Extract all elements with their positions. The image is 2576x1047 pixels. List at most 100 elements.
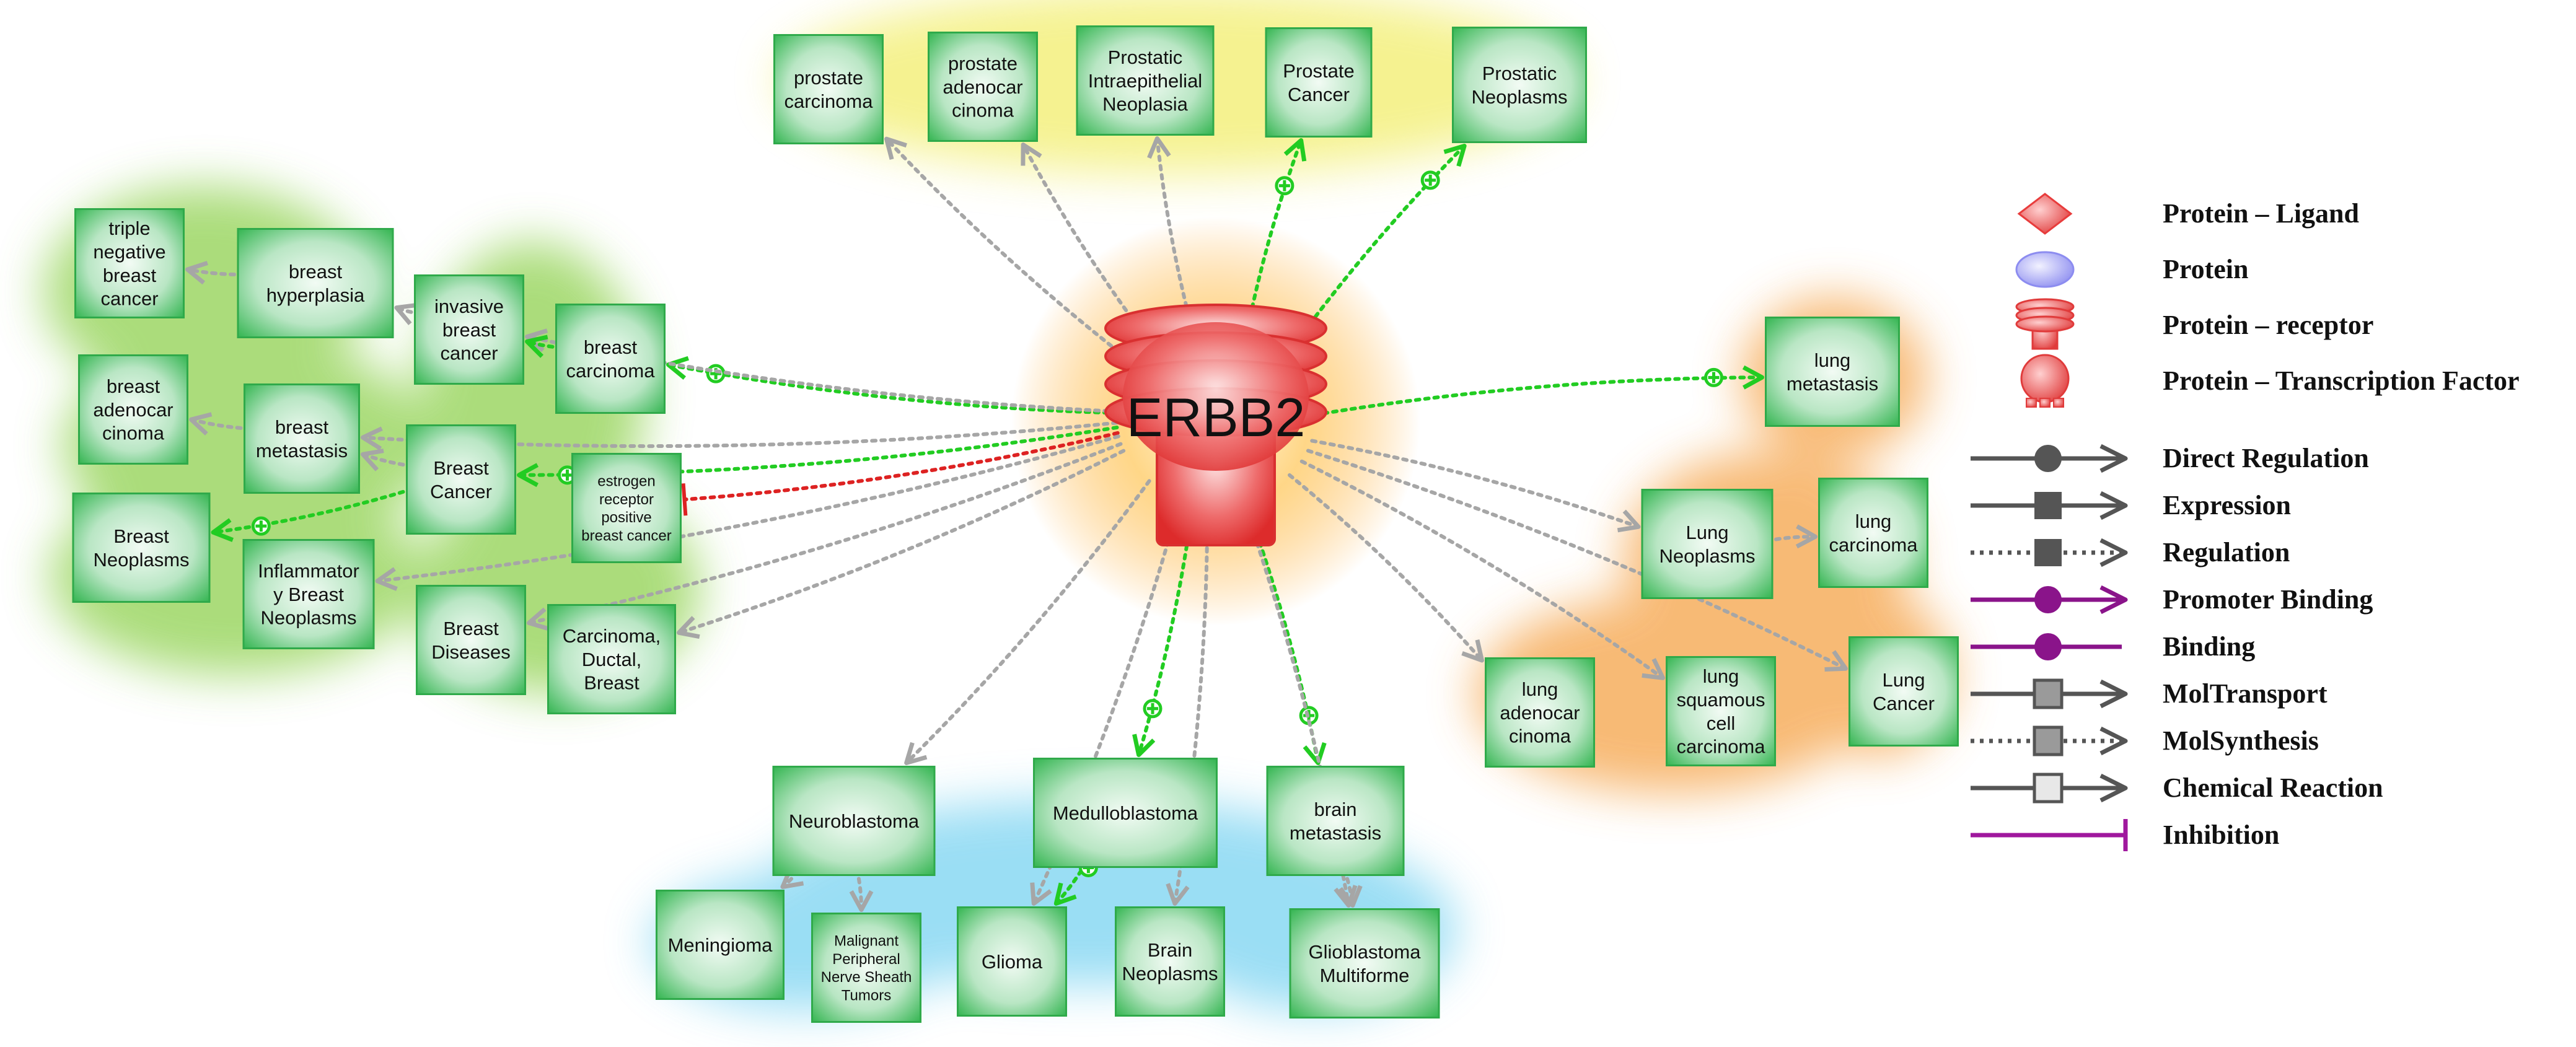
- edge-regulation: [361, 449, 405, 471]
- edge-positive: [666, 356, 1119, 415]
- erbb2-receptor-node[interactable]: ERBB2: [1104, 304, 1327, 546]
- legend-row-direct-regulation: Direct Regulation: [1971, 443, 2369, 473]
- moltransport-icon: [1971, 678, 2128, 709]
- expression-icon: [1971, 491, 2128, 520]
- direct-regulation-icon: [1971, 444, 2128, 473]
- legend-row-promoter-binding: Promoter Binding: [1971, 584, 2373, 615]
- node-label: Glioma: [982, 951, 1043, 973]
- hub: ERBB2: [1104, 304, 1327, 546]
- legend-row-diamond: Protein – Ligand: [2017, 193, 2359, 235]
- edge-regulation: [189, 412, 243, 436]
- molsynthesis-icon: [1971, 725, 2128, 756]
- edge-positive: [1132, 497, 1195, 757]
- edge-regulation: [527, 442, 1123, 631]
- node-meningioma[interactable]: Meningioma: [656, 890, 785, 1000]
- legend-label: Expression: [2163, 490, 2291, 520]
- node-label: Carcinoma,Ductal,Breast: [563, 625, 661, 694]
- node-medulloblastoma[interactable]: Medulloblastoma: [1033, 758, 1218, 868]
- legend-label: Direct Regulation: [2163, 443, 2369, 473]
- plus-sign-icon: [251, 516, 271, 536]
- inhibition-icon: [1971, 819, 2128, 851]
- legend-label: Protein – receptor: [2163, 310, 2373, 340]
- legend-label: MolSynthesis: [2163, 725, 2319, 756]
- legend-row-inhibition: Inhibition: [1971, 819, 2279, 851]
- node-carcinoma-ductal-breast[interactable]: Carcinoma,Ductal,Breast: [547, 604, 676, 714]
- legend-label: Chemical Reaction: [2163, 773, 2383, 803]
- legend-row-regulation: Regulation: [1971, 537, 2290, 567]
- legend-label: Protein – Ligand: [2163, 198, 2359, 229]
- edge-regulation: [1021, 142, 1161, 357]
- legend-label: MolTransport: [2163, 678, 2328, 709]
- legend-row-ellipse: Protein: [2015, 251, 2249, 288]
- diamond-icon: [2017, 193, 2073, 235]
- promoter-binding-icon: [1971, 585, 2128, 615]
- edge-regulation: [394, 302, 418, 325]
- node-label: Meningioma: [668, 934, 773, 956]
- legend-label: Protein: [2163, 254, 2249, 284]
- legend-row-expression: Expression: [1971, 490, 2291, 520]
- plus-sign-icon: [1275, 176, 1295, 196]
- chemical-reaction-icon: [1971, 773, 2128, 804]
- edge-regulation: [1774, 524, 1818, 549]
- edge-regulation: [185, 261, 236, 285]
- node-label: Neuroblastoma: [789, 810, 920, 832]
- transcription-factor-icon: [2020, 354, 2070, 408]
- edge-regulation: [884, 136, 1143, 371]
- edge-regulation: [904, 479, 1151, 765]
- legend-row-transcription-factor: Protein – Transcription Factor: [2020, 354, 2520, 408]
- edge-inhibition: [681, 431, 1120, 516]
- ellipse-icon: [2015, 251, 2075, 288]
- edge-regulation: [849, 877, 874, 912]
- plus-sign-icon: [706, 364, 726, 383]
- node-neuroblastoma[interactable]: Neuroblastoma: [772, 766, 936, 876]
- edge-regulation: [1310, 439, 1641, 533]
- edge-positive: [211, 489, 405, 542]
- edge-regulation: [677, 449, 1126, 639]
- node-glioma[interactable]: Glioma: [957, 906, 1067, 1017]
